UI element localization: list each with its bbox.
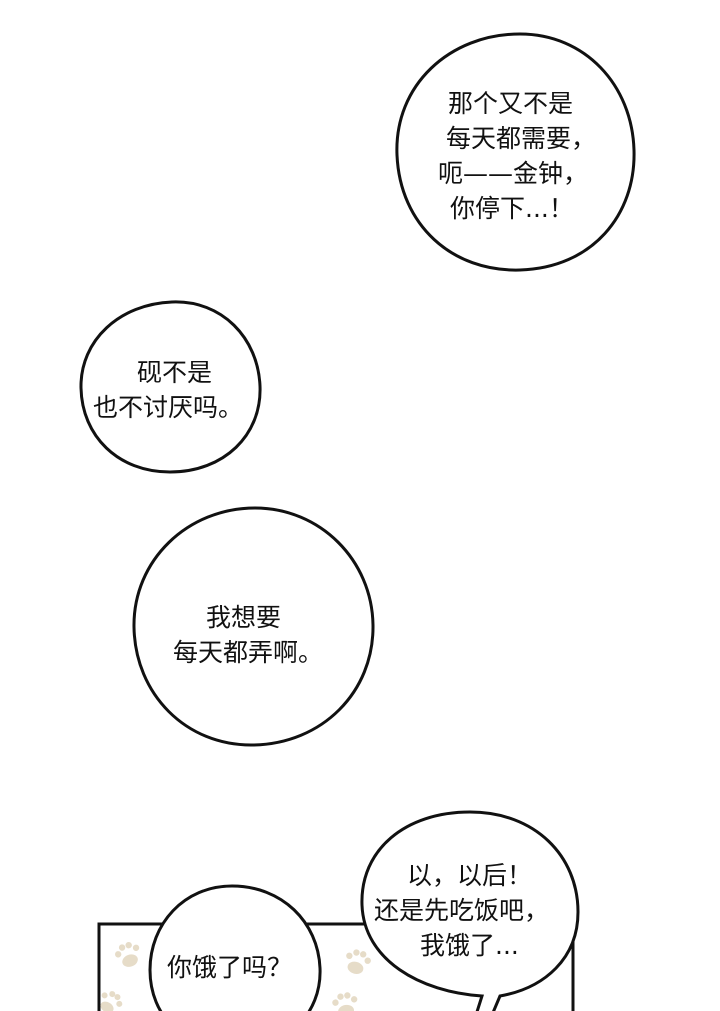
bubble-1-line-3: 呃——金钟， xyxy=(438,159,589,188)
bubble-5-text: 以，以后！ 还是先吃饭吧， 我饿了... xyxy=(374,858,549,963)
bubble-4-line-1: 你饿了吗？ xyxy=(167,953,293,982)
paw-print-icon xyxy=(346,949,371,974)
bubble-4-text: 你饿了吗？ xyxy=(167,950,292,985)
bubble-2-line-2: 也不讨厌吗。 xyxy=(93,393,244,422)
paw-print-icon xyxy=(100,991,123,1011)
bubble-1-text: 那个又不是 每天都需要， 呃——金钟， 你停下...！ xyxy=(438,86,596,226)
speech-bubble-1 xyxy=(395,32,636,272)
bubble-5-line-3: 我饿了... xyxy=(420,931,519,960)
speech-bubble-4 xyxy=(148,884,322,1011)
bubble-5-line-1: 以，以后！ xyxy=(407,861,533,890)
speech-bubble-2 xyxy=(79,300,262,474)
paw-print-icon xyxy=(114,941,140,967)
bubble-1-line-2: 每天都需要， xyxy=(446,124,597,153)
bubble-3-text: 我想要 每天都弄啊。 xyxy=(173,600,323,670)
speech-bubble-3 xyxy=(132,506,375,747)
bubble-2-text: 砚不是 也不讨厌吗。 xyxy=(93,355,243,425)
bubble-1-line-1: 那个又不是 xyxy=(448,89,574,118)
bubble-2-line-1: 砚不是 xyxy=(137,358,213,387)
bubble-1-line-4: 你停下...！ xyxy=(450,194,574,223)
speech-bubble-5 xyxy=(360,810,580,1011)
bubble-5-line-2: 还是先吃饭吧， xyxy=(374,896,550,925)
bubble-3-line-1: 我想要 xyxy=(206,603,282,632)
bubble-3-line-2: 每天都弄啊。 xyxy=(173,638,324,667)
